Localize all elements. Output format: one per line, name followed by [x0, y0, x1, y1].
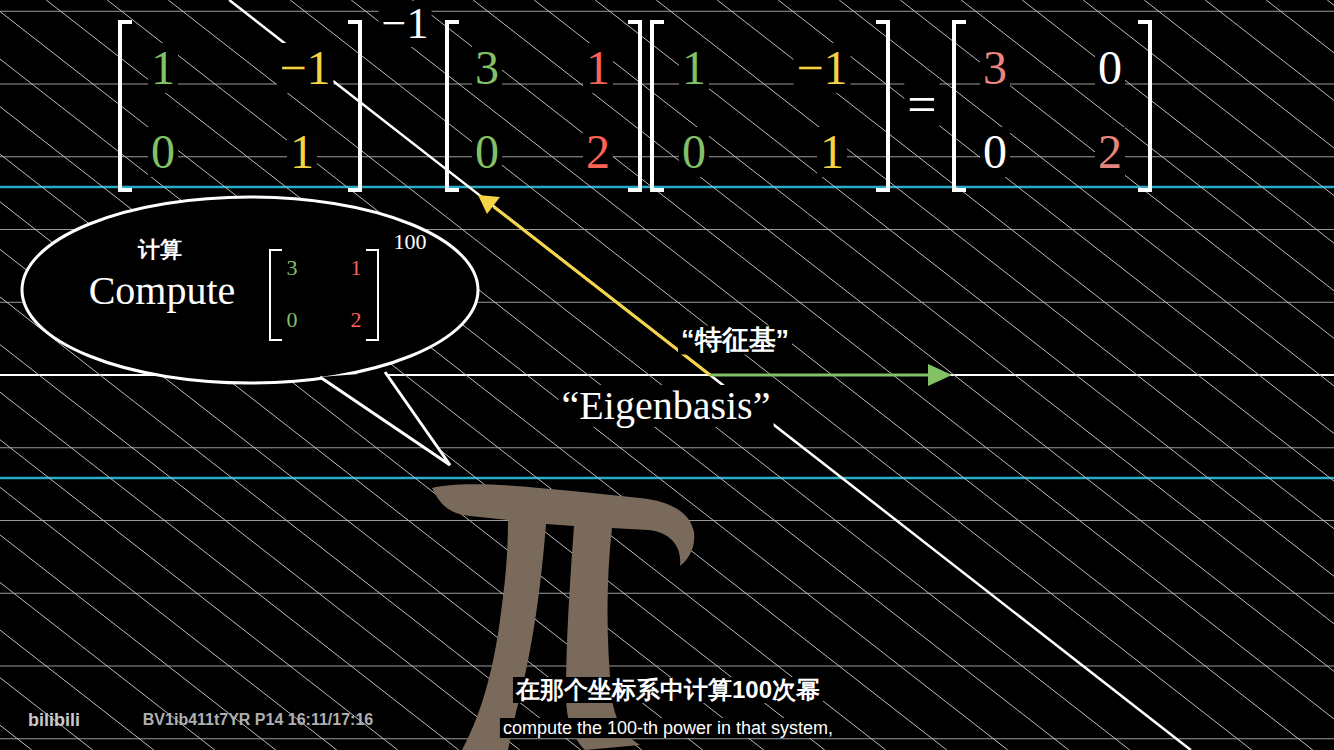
term-label: “Eigenbasis” [559, 385, 774, 427]
grid-line [534, 0, 1334, 750]
matrix-entry: 1 [287, 127, 317, 177]
bubble-matrix-brackets [270, 250, 378, 340]
grid-line [1144, 0, 1334, 750]
matrix-entry: 3 [980, 43, 1010, 93]
bracket [1138, 22, 1150, 190]
grid-line [0, 186, 1334, 189]
grid-line [961, 0, 1334, 750]
grid-line [0, 0, 825, 750]
pi-creature [432, 484, 694, 750]
grid-line [1205, 0, 1334, 750]
grid-line [900, 0, 1334, 750]
watermark: BV1ib411t7YR P14 16:11/17:16 [143, 712, 373, 728]
grid-line [0, 0, 520, 750]
basis-vectors [478, 195, 952, 386]
grid-line [0, 0, 703, 750]
grid-line [0, 0, 93, 750]
matrix-entry: 3 [472, 43, 502, 93]
grid-line [1266, 0, 1334, 750]
grid-line [0, 593, 1334, 594]
inverse-exponent: −1 [379, 1, 432, 47]
matrix-entry: 0 [472, 127, 502, 177]
matrix-exponent: 100 [394, 231, 427, 253]
bubble-tail [320, 372, 450, 465]
matrix-entry: 2 [351, 309, 362, 331]
matrix-entry: 0 [980, 127, 1010, 177]
matrix-entry: 2 [583, 127, 613, 177]
watermark-logo: bilibili [28, 711, 80, 729]
matrix-entry: 1 [583, 43, 613, 93]
subtitle: compute the 100-th power in that system, [500, 718, 836, 738]
grid-line [0, 666, 1334, 667]
bracket [447, 22, 459, 190]
matrix-brackets [120, 22, 1150, 190]
grid-line [0, 0, 154, 750]
bracket [954, 22, 966, 190]
matrix-entry: 1 [817, 127, 847, 177]
bracket [120, 22, 132, 190]
grid-line [656, 0, 1334, 750]
grid-line [0, 0, 32, 750]
matrix-entry: 0 [679, 127, 709, 177]
speech-bubble: 计算 Compute 3 1 0 2 100 [20, 195, 480, 385]
bracket [348, 22, 360, 190]
grid-line [0, 477, 1334, 480]
matrix-entry: 1 [679, 43, 709, 93]
bubble-text: Compute [89, 271, 236, 311]
bracket [876, 22, 888, 190]
matrix-entry: 0 [287, 309, 298, 331]
matrix-entry: 2 [1095, 127, 1125, 177]
matrix-entry: 1 [351, 257, 362, 279]
bracket [652, 22, 664, 190]
grid-line [0, 0, 581, 750]
matrix-entry: 0 [148, 127, 178, 177]
chinese-label: 计算 [138, 239, 182, 261]
grid-line [0, 447, 1334, 448]
grid-line [595, 0, 1334, 750]
grid-line [0, 84, 1334, 85]
grid-line [412, 0, 1334, 750]
matrix-entry: −1 [276, 43, 333, 93]
matrix-entry: 3 [287, 257, 298, 279]
grid-line [0, 0, 642, 750]
grid-line [351, 0, 1313, 750]
grid-line [0, 11, 1334, 12]
grid-line [0, 0, 947, 750]
matrix-entry: −1 [793, 43, 850, 93]
grid-line [1083, 0, 1334, 750]
equals-sign: = [904, 78, 939, 132]
bracket [628, 22, 640, 190]
chinese-term: “特征基” [678, 326, 792, 355]
grid-line [1022, 0, 1334, 750]
matrix-entry: 1 [148, 43, 178, 93]
matrix-entry: 0 [1095, 43, 1125, 93]
grid-line [229, 0, 1191, 750]
grid-line [0, 156, 1334, 157]
grid-line [290, 0, 1252, 750]
bubble-ellipse [22, 197, 478, 383]
grid-line [1327, 0, 1334, 750]
subtitle: 在那个坐标系中计算100次幂 [513, 677, 823, 703]
